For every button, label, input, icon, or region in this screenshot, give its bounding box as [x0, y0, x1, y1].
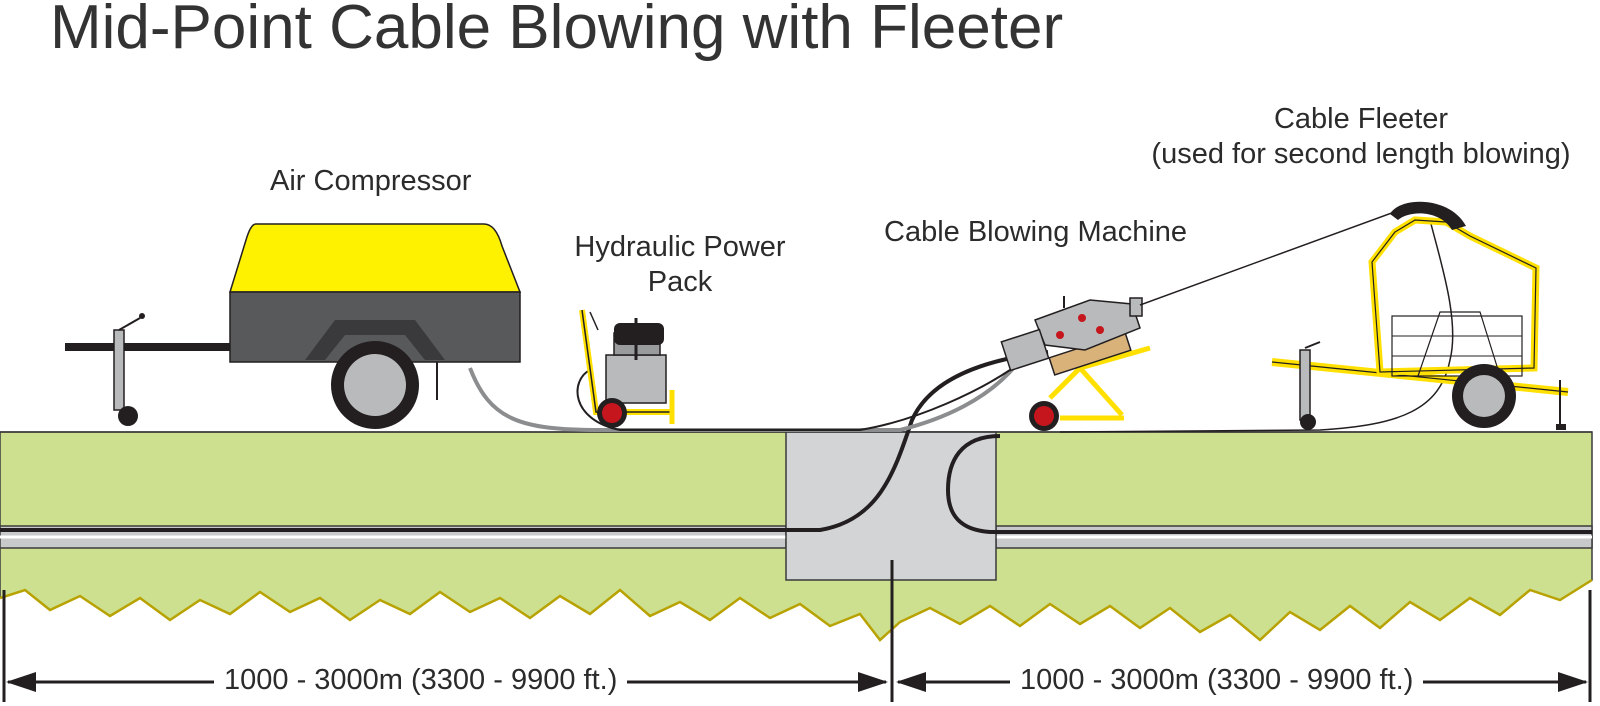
hydraulic-power-pack-label-line2: Pack [647, 266, 713, 298]
left-span-dimension: 1000 - 3000m (3300 - 9900 ft.) [214, 664, 628, 696]
access-pit [785, 431, 997, 581]
hydraulic-power-pack-label-line1: Hydraulic Power [574, 231, 786, 263]
cable-fleeter-label-line1: Cable Fleeter [1273, 103, 1449, 135]
air-compressor-label: Air Compressor [270, 165, 472, 197]
right-span-dimension: 1000 - 3000m (3300 - 9900 ft.) [1010, 664, 1424, 696]
hydraulic-power-pack-label: Hydraulic Power Pack [560, 230, 800, 300]
cable-out [945, 434, 1592, 534]
cable-blowing-machine [1000, 296, 1151, 431]
cable-fleeter-label-line2: (used for second length blowing) [1151, 138, 1571, 170]
fleeter-cable [1059, 219, 1454, 433]
air-compressor [65, 223, 522, 429]
page-title: Mid-Point Cable Blowing with Fleeter [50, 0, 1064, 62]
cable-to-fleeter [1139, 209, 1401, 306]
cable-fleeter [1271, 201, 1569, 430]
cable-main [0, 350, 1049, 532]
hydraulic-power-pack [579, 309, 675, 428]
hydraulic-hose [576, 369, 1011, 431]
ground-jagged-edge [0, 578, 1593, 642]
air-hose [468, 358, 1022, 432]
cable-blowing-machine-label: Cable Blowing Machine [884, 216, 1188, 248]
cable-fleeter-label: Cable Fleeter (used for second length bl… [1126, 102, 1596, 172]
